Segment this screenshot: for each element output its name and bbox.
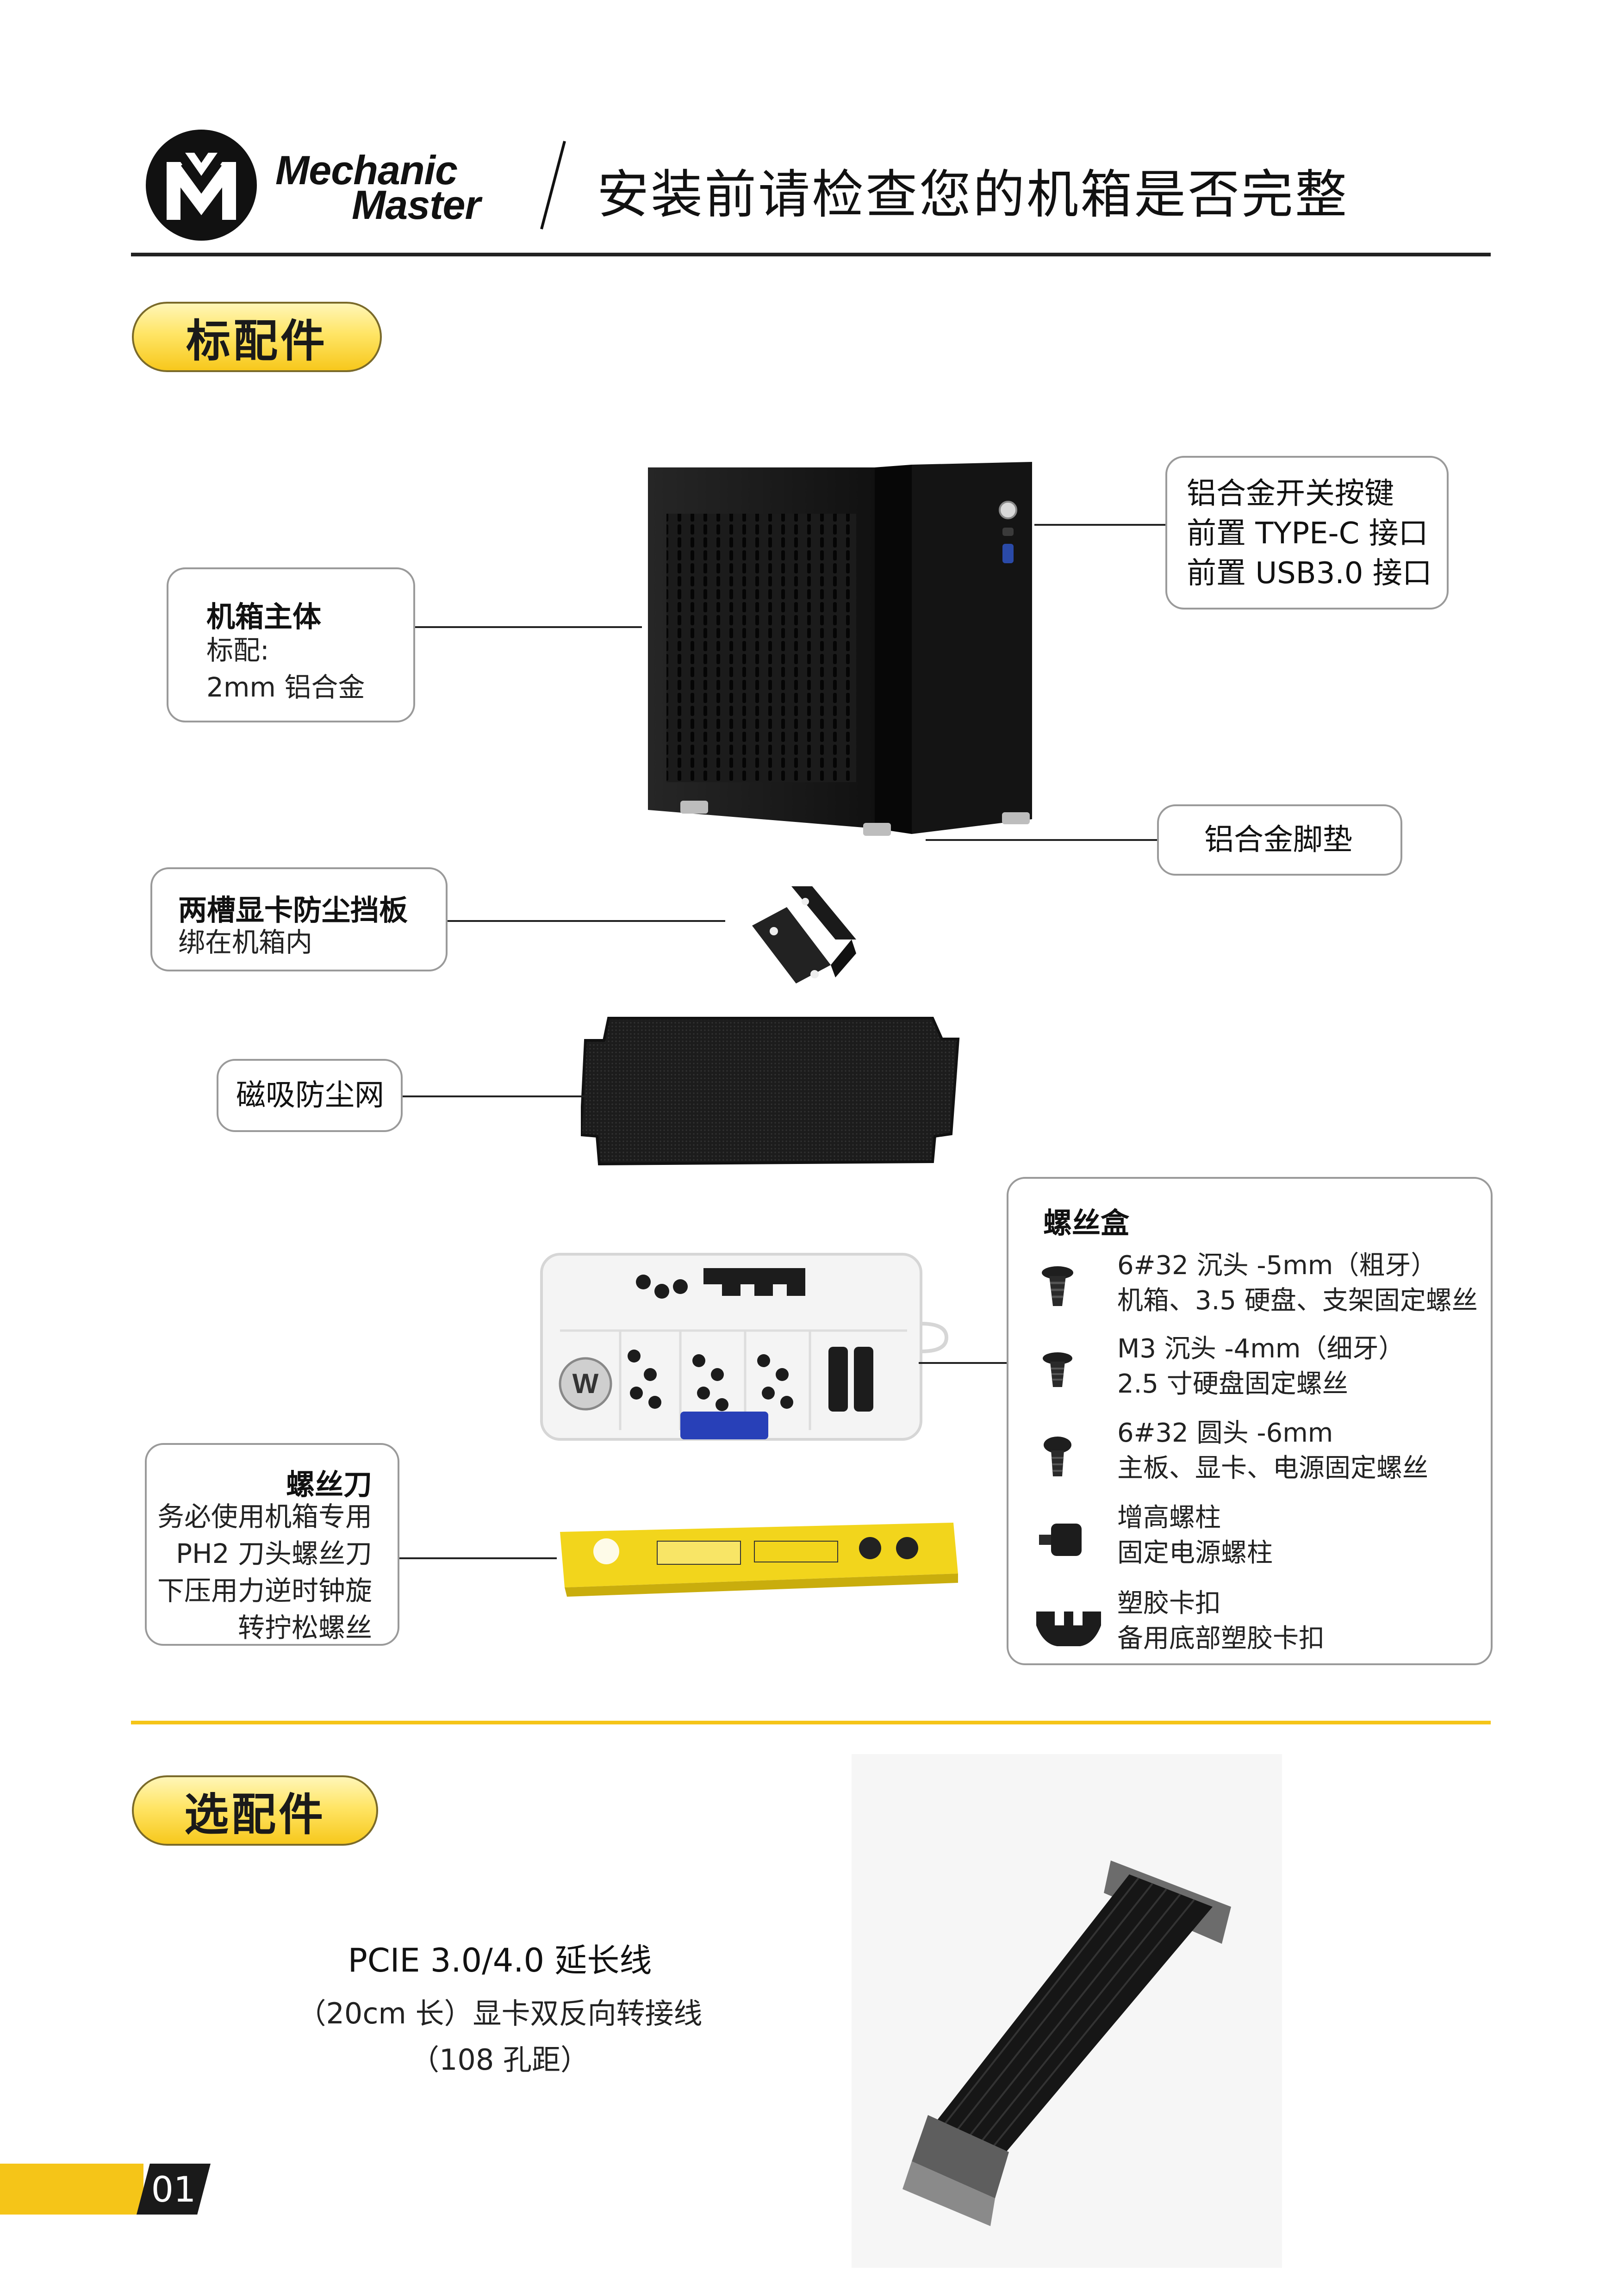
screw-countersunk-coarse-icon: [1039, 1264, 1076, 1311]
callout-screw-box: 螺丝盒 6#32 沉头 -5mm（粗牙） 机箱、3.5 硬盘、支架固定螺丝 M3…: [1007, 1177, 1493, 1665]
callout-io-panel: 铝合金开关按键 前置 TYPE-C 接口 前置 USB3.0 接口: [1165, 456, 1449, 610]
section-label-standard: 标配件: [132, 302, 382, 372]
io-panel-line3: 前置 USB3.0 接口: [1187, 556, 1432, 591]
screw-box-image: W: [528, 1240, 967, 1453]
gpu-bracket-line1: 绑在机箱内: [178, 927, 313, 958]
section-divider: [131, 1721, 1491, 1724]
brand-logo: [141, 125, 261, 245]
screw-item-5-name: 塑胶卡扣: [1117, 1588, 1221, 1618]
leader-gpu-bracket: [448, 920, 725, 922]
io-panel-line2: 前置 TYPE-C 接口: [1187, 516, 1428, 551]
screw-item-2-spec: M3 沉头 -4mm（细牙）: [1117, 1334, 1405, 1364]
callout-case-body: 机箱主体 标配: 2mm 铝合金: [167, 567, 415, 722]
brand-name-line2: Master: [352, 182, 481, 228]
case-body-line1: 标配:: [206, 635, 269, 666]
leader-screwdriver: [399, 1557, 557, 1559]
screw-item-3-usage: 主板、显卡、电源固定螺丝: [1117, 1453, 1428, 1483]
screw-item-4-usage: 固定电源螺柱: [1117, 1538, 1273, 1568]
leader-feet: [926, 839, 1157, 841]
dust-filter-image: [579, 1014, 960, 1166]
dust-filter-label: 磁吸防尘网: [236, 1078, 384, 1113]
gpu-bracket-image: [745, 879, 861, 990]
screw-item-1-spec: 6#32 沉头 -5mm（粗牙）: [1117, 1251, 1437, 1281]
page-title: 安装前请检查您的机箱是否完整: [597, 165, 1349, 225]
pcie-line1: （20cm 长）显卡双反向转接线: [297, 1997, 703, 2030]
brand-name-line1: Mechanic: [275, 147, 458, 193]
screwdriver-line2: PH2 刀头螺丝刀: [176, 1538, 372, 1569]
section-label-optional: 选配件: [132, 1775, 378, 1846]
screw-item-4-name: 增高螺柱: [1117, 1503, 1221, 1533]
leader-case-body: [415, 626, 642, 628]
pcie-title: PCIE 3.0/4.0 延长线: [348, 1941, 652, 1979]
case-body-title: 机箱主体: [206, 600, 322, 634]
screwdriver-image: [555, 1523, 963, 1601]
footer-accent-bar: [0, 2164, 143, 2215]
screw-round-head-icon: [1039, 1436, 1076, 1482]
pc-case-image: [634, 458, 1041, 847]
header-divider: [131, 253, 1491, 256]
leader-io-panel: [1034, 524, 1165, 526]
screw-item-2-usage: 2.5 寸硬盘固定螺丝: [1117, 1369, 1348, 1399]
standoff-icon: [1035, 1519, 1086, 1561]
screw-item-5-usage: 备用底部塑胶卡扣: [1117, 1624, 1325, 1654]
pcie-riser-image: [852, 1754, 1282, 2268]
screwdriver-line1: 务必使用机箱专用: [157, 1501, 372, 1532]
plastic-clip-icon: [1034, 1607, 1103, 1649]
brand-logo-icon: [146, 130, 257, 241]
feet-label: 铝合金脚垫: [1204, 823, 1352, 857]
callout-gpu-bracket: 两槽显卡防尘挡板 绑在机箱内: [150, 867, 448, 971]
screw-item-3-spec: 6#32 圆头 -6mm: [1117, 1418, 1333, 1448]
leader-dust-filter: [403, 1095, 588, 1097]
screwdriver-line3: 下压用力逆时钟旋: [157, 1575, 372, 1606]
callout-dust-filter: 磁吸防尘网: [217, 1059, 403, 1132]
page-number: 01: [137, 2164, 211, 2215]
screw-item-1-usage: 机箱、3.5 硬盘、支架固定螺丝: [1117, 1286, 1478, 1316]
case-body-line2: 2mm 铝合金: [206, 672, 365, 703]
pcie-line2: （108 孔距）: [410, 2043, 590, 2077]
callout-screwdriver: 螺丝刀 务必使用机箱专用 PH2 刀头螺丝刀 下压用力逆时钟旋 转拧松螺丝: [145, 1443, 399, 1646]
io-panel-line1: 铝合金开关按键: [1187, 477, 1394, 511]
header-slash: [537, 139, 569, 231]
screwdriver-title: 螺丝刀: [286, 1468, 372, 1501]
gpu-bracket-title: 两槽显卡防尘挡板: [178, 893, 408, 927]
svg-text:W: W: [573, 1368, 599, 1399]
screw-countersunk-fine-icon: [1039, 1350, 1076, 1396]
screwdriver-line4: 转拧松螺丝: [237, 1612, 372, 1643]
leader-screw-box: [919, 1362, 1007, 1364]
screw-box-title: 螺丝盒: [1043, 1206, 1130, 1240]
callout-feet: 铝合金脚垫: [1157, 804, 1402, 876]
